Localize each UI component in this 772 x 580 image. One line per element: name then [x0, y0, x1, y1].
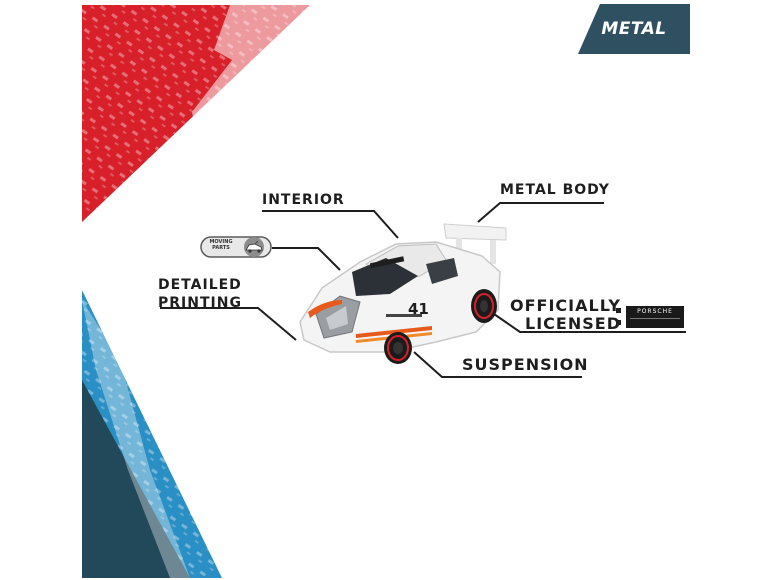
interior-label: INTERIOR — [262, 192, 345, 208]
teal-wedge — [82, 380, 190, 578]
race-car: 41 — [299, 223, 507, 364]
race-number: 41 — [408, 300, 429, 318]
windshield — [352, 258, 418, 296]
moving-parts-label: MOVING PARTS — [209, 239, 233, 251]
red-tread-streak — [192, 5, 310, 132]
metal-badge: METAL — [578, 4, 690, 54]
moving-parts-badge: MOVING PARTS — [200, 236, 272, 258]
front-wheel — [384, 332, 412, 364]
officially-licensed-label: OFFICIALLY LICENSED — [510, 296, 621, 333]
rear-wheel — [471, 289, 497, 323]
license-fineprint — [630, 318, 680, 325]
stripe-orange — [308, 300, 342, 318]
metal-body-label: METAL BODY — [500, 182, 610, 198]
porsche-license-logo: PORSCHE — [626, 306, 684, 328]
blue-tread-streak — [82, 300, 190, 578]
metal-badge-label: METAL — [601, 19, 667, 39]
license-brand: PORSCHE — [637, 308, 673, 315]
detailed-printing-label: DETAILED PRINTING — [158, 277, 242, 311]
car-door-icon — [245, 241, 263, 253]
suspension-label: SUSPENSION — [462, 355, 589, 374]
